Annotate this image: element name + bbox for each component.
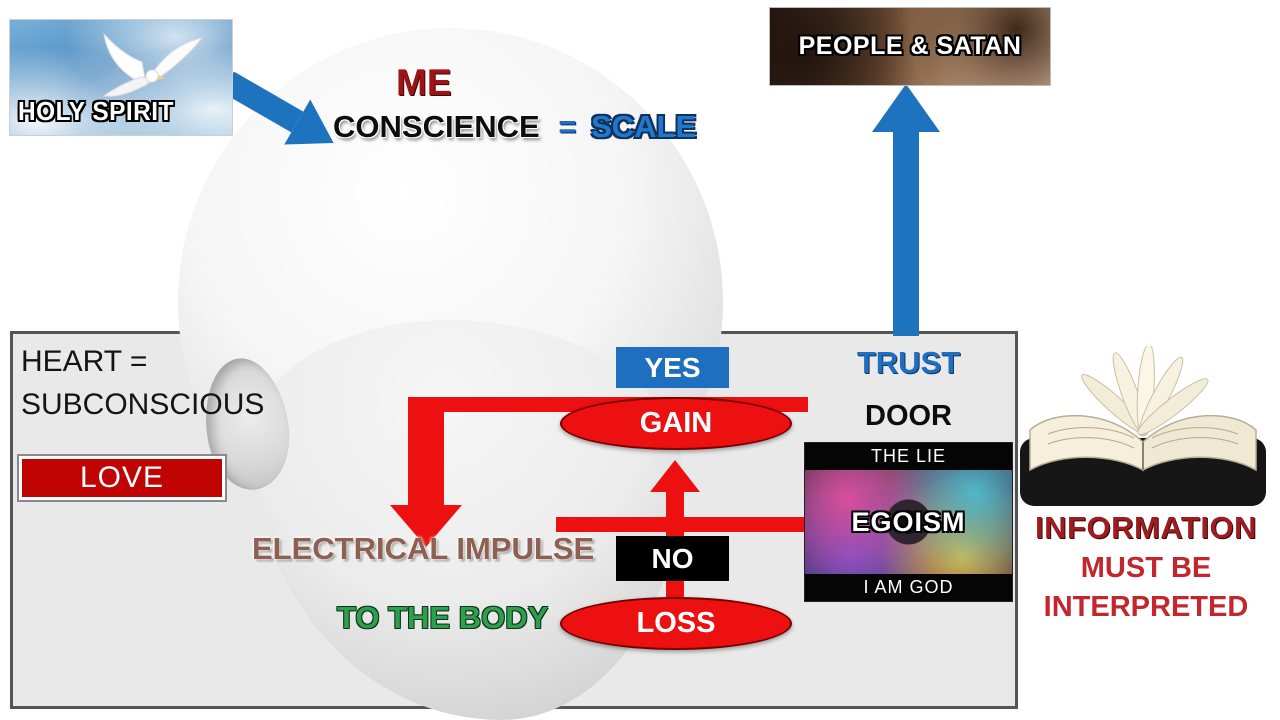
- egoism-eye-image: EGOISM: [805, 470, 1012, 574]
- yes-label: YES: [644, 351, 701, 383]
- interpreted-label: INTERPRETED: [1043, 591, 1249, 623]
- yes-box: YES: [616, 347, 729, 388]
- holy-spirit-arrow: [221, 71, 334, 145]
- scale-label: SCALE: [591, 109, 697, 144]
- loss-ellipse: LOSS: [560, 597, 792, 650]
- loss-arrow-up-head: [650, 460, 700, 492]
- trust-label: TRUST: [856, 345, 961, 380]
- door-label: DOOR: [865, 400, 952, 432]
- no-label: NO: [651, 542, 694, 574]
- to-the-body-label: TO THE BODY: [337, 600, 549, 635]
- love-label: LOVE: [79, 461, 165, 494]
- bible-icon: [1020, 346, 1266, 506]
- egoism-label: EGOISM: [851, 506, 966, 537]
- holy-spirit-label: HOLY SPIRIT: [18, 96, 174, 126]
- loss-label: LOSS: [636, 607, 716, 639]
- information-label: INFORMATION: [1035, 510, 1257, 545]
- dove-icon: [102, 32, 204, 97]
- no-box: NO: [616, 536, 729, 581]
- conscience-scale-line: CONSCIENCE = SCALE: [333, 109, 696, 145]
- gain-label: GAIN: [639, 407, 713, 439]
- i-am-god-label: I AM GOD: [805, 574, 1012, 601]
- me-label: ME: [396, 62, 452, 103]
- information-block: INFORMATION MUST BE INTERPRETED: [1020, 510, 1272, 624]
- people-satan-image: PEOPLE & SATAN: [770, 8, 1050, 85]
- lie-panel: THE LIE EGOISM I AM GOD: [805, 443, 1012, 601]
- gain-arrow-vertical: [408, 397, 444, 507]
- heart-heading: HEART = SUBCONSCIOUS: [21, 340, 264, 426]
- electrical-impulse-label: ELECTRICAL IMPULSE: [252, 531, 595, 566]
- gain-arrow-down-head: [390, 505, 462, 547]
- must-be-label: MUST BE: [1080, 552, 1212, 584]
- heart-heading-line2: SUBCONSCIOUS: [21, 388, 265, 421]
- the-lie-label: THE LIE: [805, 443, 1012, 470]
- equals-sign: =: [558, 109, 577, 144]
- love-box: LOVE: [17, 454, 227, 502]
- heart-heading-line1: HEART =: [21, 345, 148, 378]
- holy-spirit-image: HOLY SPIRIT: [10, 20, 232, 135]
- conscience-label: CONSCIENCE: [333, 109, 540, 144]
- trust-arrow: [872, 84, 940, 336]
- people-satan-label: PEOPLE & SATAN: [798, 32, 1022, 60]
- gain-ellipse: GAIN: [560, 397, 792, 450]
